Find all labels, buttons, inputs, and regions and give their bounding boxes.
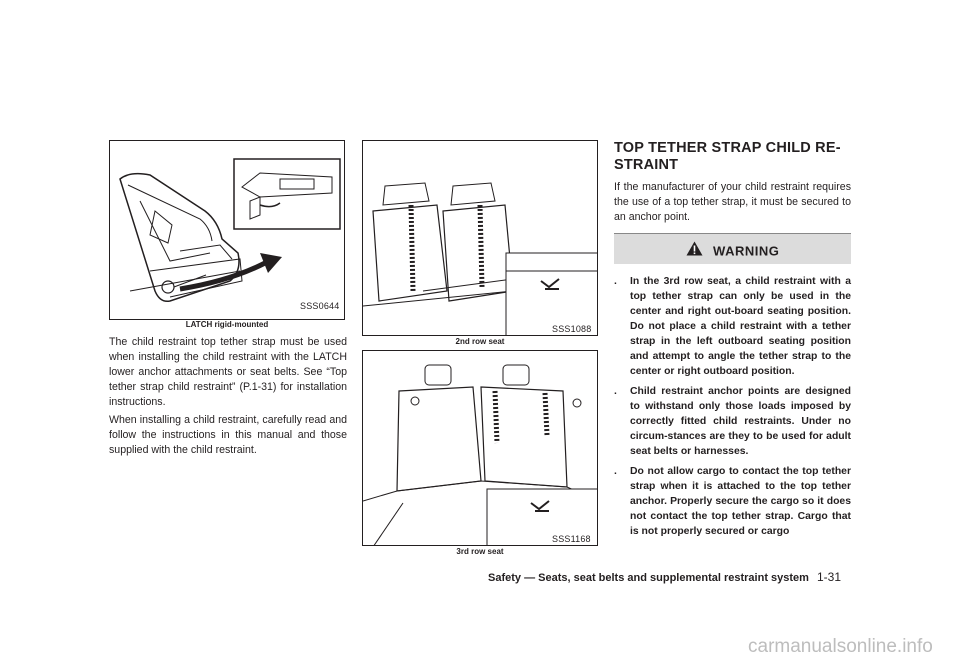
figure-caption-3rd-row: 3rd row seat: [456, 547, 504, 556]
figure-2nd-row-seat: [362, 140, 598, 336]
heading-line-2: STRAINT: [614, 157, 679, 173]
warning-item: . Child restraint anchor points are desi…: [614, 384, 851, 459]
warning-title: WARNING: [713, 243, 780, 259]
col1-text: The child restraint top tether strap mus…: [109, 335, 347, 458]
intro-paragraph: If the manufacturer of your child restra…: [614, 181, 851, 223]
footer-section-title: Safety — Seats, seat belts and supplemen…: [488, 572, 809, 584]
second-row-seat-illustration: [363, 182, 597, 335]
bullet: .: [614, 466, 617, 477]
figure-caption-latch: LATCH rigid-mounted: [185, 320, 269, 329]
latch-seat-illustration: [119, 158, 341, 303]
figure-caption-2nd-row: 2nd row seat: [455, 337, 505, 346]
heading-line-1: TOP TETHER STRAP CHILD RE-: [614, 140, 841, 156]
warning-item-text: Child restraint anchor points are design…: [630, 386, 851, 457]
warning-list: . In the 3rd row seat, a child restraint…: [614, 274, 851, 539]
page-footer: Safety — Seats, seat belts and supplemen…: [488, 570, 841, 584]
warning-item-text: Do not allow cargo to contact the top te…: [630, 466, 851, 537]
watermark: carmanualsonline.info: [748, 636, 933, 657]
col1-paragraph-2: When installing a child restraint, caref…: [109, 414, 347, 456]
warning-icon: [686, 241, 703, 261]
figure-3rd-row-seat: [362, 350, 598, 546]
figure-code-sss1168: SSS1168: [552, 534, 591, 544]
page-number: 1-31: [816, 570, 841, 584]
section-heading: TOP TETHER STRAP CHILD RE- STRAINT: [614, 140, 851, 174]
figure-code-sss0644: SSS0644: [300, 301, 340, 311]
warning-item: . Do not allow cargo to contact the top …: [614, 464, 851, 539]
figure-latch-rigid-mounted: [109, 140, 345, 320]
warning-item: . In the 3rd row seat, a child restraint…: [614, 274, 851, 379]
col3: TOP TETHER STRAP CHILD RE- STRAINT If th…: [614, 140, 851, 544]
third-row-seat-illustration: [363, 364, 597, 545]
warning-box: WARNING: [614, 233, 851, 264]
warning-item-text: In the 3rd row seat, a child restraint w…: [630, 276, 851, 377]
bullet: .: [614, 276, 617, 287]
warning-header: WARNING: [614, 241, 851, 261]
col1-paragraph-1: The child restraint top tether strap mus…: [109, 336, 347, 408]
bullet: .: [614, 386, 617, 397]
figure-code-sss1088: SSS1088: [552, 324, 592, 334]
